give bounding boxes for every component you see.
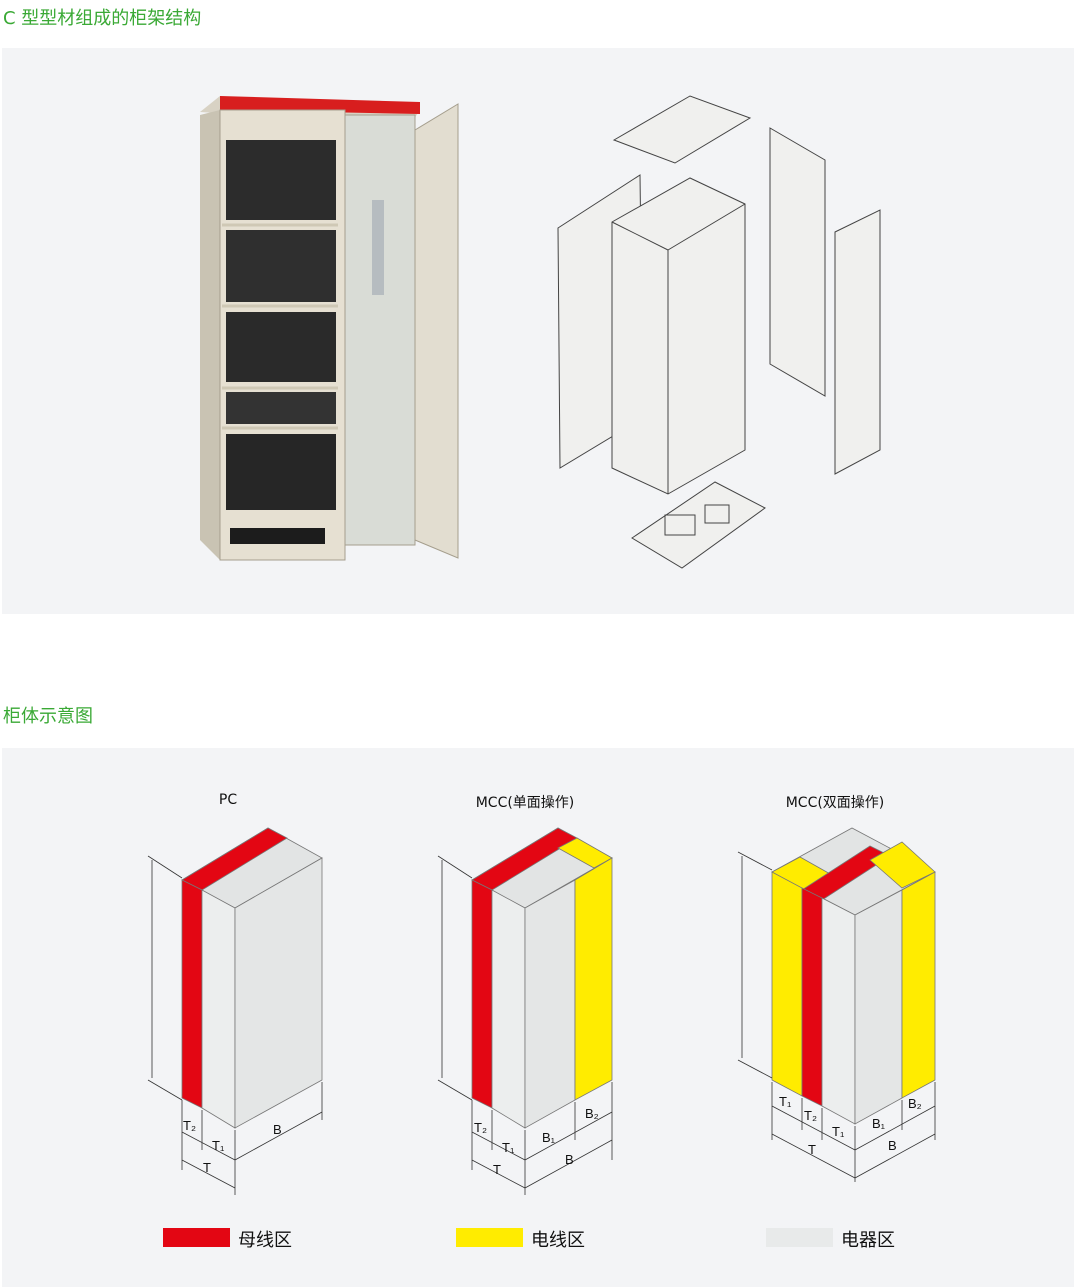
cabinet-pc xyxy=(147,827,323,1195)
section-title-frame-structure: C 型型材组成的柜架结构 xyxy=(3,8,202,29)
cabinet-diagram-panel: PC MCC(单面操作) MCC(双面操作) xyxy=(2,748,1074,1287)
legend-swatch-busbar xyxy=(163,1228,230,1247)
dim-mcc2-b1: B₁ xyxy=(872,1116,886,1131)
diagram-label-mcc-double: MCC(双面操作) xyxy=(785,795,885,811)
dim-pc-t2: T₂ xyxy=(183,1118,196,1133)
section-title-cabinet-diagram: 柜体示意图 xyxy=(3,706,93,727)
dim-mcc1-t1: T₁ xyxy=(502,1140,515,1155)
diagram-label-mcc-single: MCC(单面操作) xyxy=(475,795,575,811)
cabinet-mcc-single xyxy=(437,827,613,1195)
dim-mcc1-b2: B₂ xyxy=(585,1106,599,1121)
dim-mcc1-t2: T₂ xyxy=(474,1120,487,1135)
diagram-label-pc: PC xyxy=(218,792,238,808)
legend-label-busbar: 母线区 xyxy=(238,1230,292,1251)
dim-pc-t1: T₁ xyxy=(212,1138,225,1153)
frame-structure-illustration xyxy=(200,95,881,569)
cabinet-diagrams: T₂ T₁ T B T₂ T₁ T B₁ B₂ B T₁ T₂ T₁ T B₁ … xyxy=(147,827,936,1195)
exploded-frame-drawing xyxy=(557,95,881,569)
legend-swatch-cable xyxy=(456,1228,523,1247)
dim-mcc2-t1b: T₁ xyxy=(832,1124,845,1139)
dim-mcc2-t: T xyxy=(808,1142,816,1157)
frame-structure-panel xyxy=(2,48,1074,614)
dim-pc-b: B xyxy=(273,1122,282,1137)
dim-mcc2-b2: B₂ xyxy=(908,1096,922,1111)
dim-mcc2-t1: T₁ xyxy=(779,1094,792,1109)
legend-label-equipment: 电器区 xyxy=(841,1230,895,1251)
dim-mcc2-b: B xyxy=(888,1138,897,1153)
legend-label-cable: 电线区 xyxy=(531,1230,585,1251)
cabinet-photo xyxy=(200,96,459,561)
legend-swatch-equipment xyxy=(766,1228,833,1247)
dim-mcc2-t2: T₂ xyxy=(804,1108,817,1123)
dim-mcc1-b: B xyxy=(565,1152,574,1167)
cabinet-mcc-double xyxy=(737,827,936,1182)
dim-mcc1-t: T xyxy=(493,1162,501,1177)
dim-mcc1-b1: B₁ xyxy=(542,1130,556,1145)
dim-pc-t: T xyxy=(203,1160,211,1175)
